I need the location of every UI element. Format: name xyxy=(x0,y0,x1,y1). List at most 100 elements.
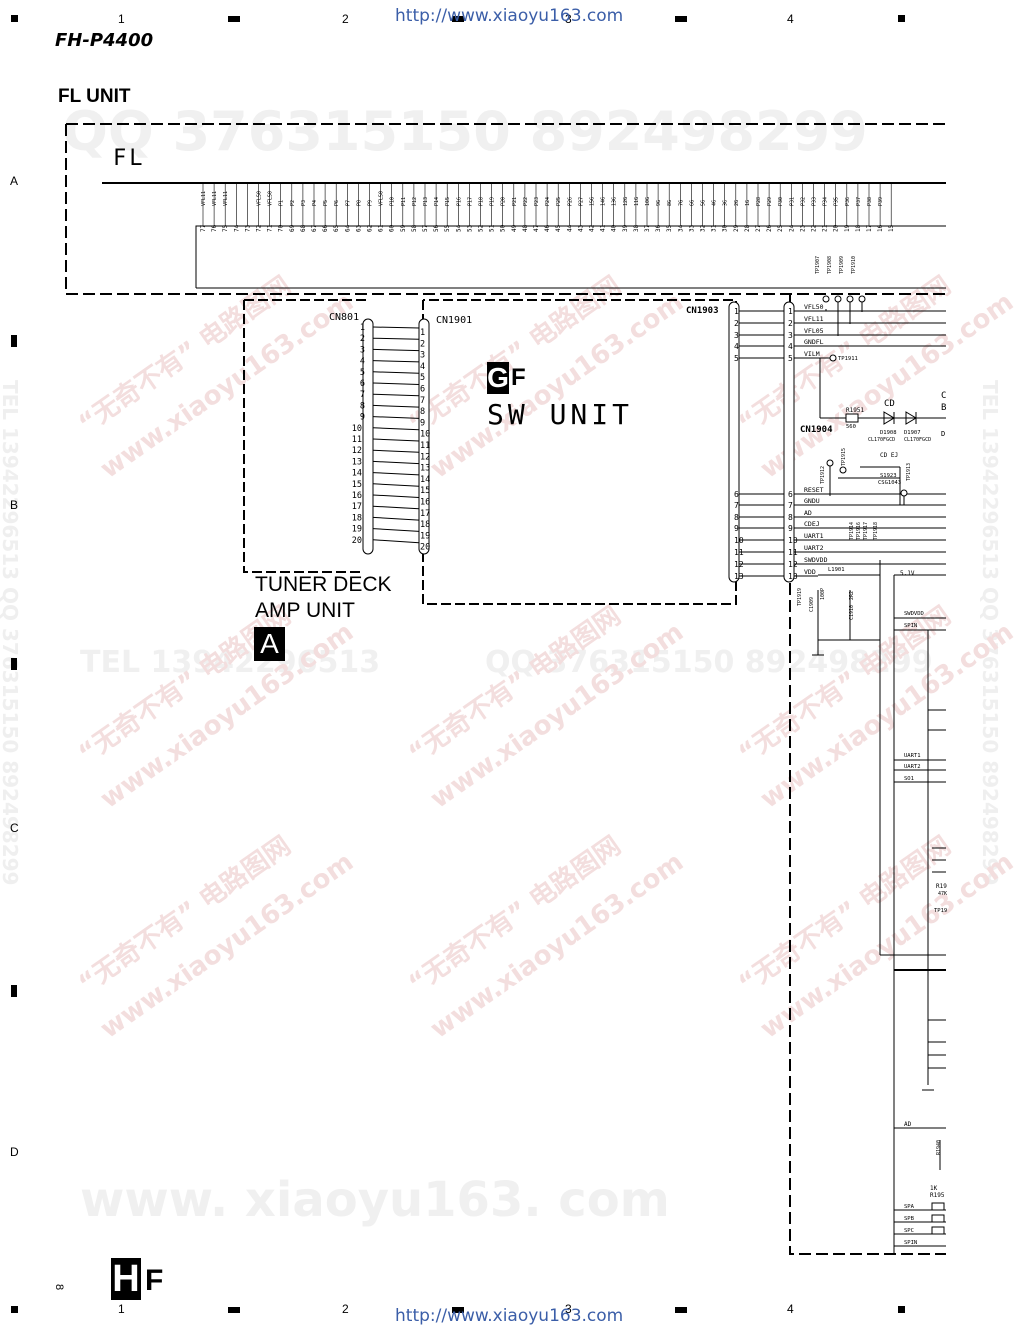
ruler-mark xyxy=(11,15,18,22)
cn801-pin-number: 3 xyxy=(360,345,365,355)
cn1901-pin-number: 12 xyxy=(420,452,430,462)
tp1908-label: TP1908 xyxy=(827,256,833,274)
cn1901-pin-number: 20 xyxy=(420,543,430,553)
fl-pin-signal: P6 xyxy=(334,200,340,206)
cn1901-pin-number: 16 xyxy=(420,498,430,508)
ruler-mark xyxy=(452,16,464,22)
fl-pin-number: 64 xyxy=(344,224,351,232)
fl-pin-signal: 14G xyxy=(601,197,607,206)
fl-pin-number: 51 xyxy=(489,224,496,232)
watermark-site: www. xiaoyu163. com xyxy=(80,1172,670,1228)
tp1914-label: TP1914 xyxy=(849,522,855,540)
footer-badge-suffix: F xyxy=(145,1264,164,1297)
swdvdd-label: SWDVDD xyxy=(904,611,924,617)
r1951-value: 560 xyxy=(846,424,856,430)
fl-pin-number: 19 xyxy=(844,224,851,232)
s1923-label: S1923 xyxy=(880,473,897,479)
url-link-bottom[interactable]: http://www.xiaoyu163.com xyxy=(395,1306,624,1326)
cn1904-label: CN1904 xyxy=(800,425,833,435)
cn1903-pin-number: 9 xyxy=(734,524,739,533)
fl-pin-number: 53 xyxy=(466,224,473,232)
fl-pin-number: 70 xyxy=(278,224,285,232)
ruler-col-1: 1 xyxy=(118,1302,125,1316)
cn1904-pin-number: 3 xyxy=(788,331,793,340)
tuner-sw-wire xyxy=(372,460,420,465)
fl-pin-number: 25 xyxy=(777,224,784,232)
cn1904-signal-label: UART1 xyxy=(804,532,824,540)
cn1901-pin-number: 6 xyxy=(420,385,425,395)
url-link-top[interactable]: http://www.xiaoyu163.com xyxy=(395,6,624,26)
ad-net-label: AD xyxy=(904,1121,912,1128)
cn1901-pin-number: 4 xyxy=(420,362,425,372)
fl-pin-number: 66 xyxy=(322,224,329,232)
ruler-mark xyxy=(898,15,905,22)
cn1901-pin-number: 15 xyxy=(420,486,430,496)
cn1904-signal-label: GNDU xyxy=(804,497,820,505)
fl-pin-signal: P32 xyxy=(800,197,806,206)
sw-unit-badge-suffix: F xyxy=(511,364,526,391)
fl-pin-number: 40 xyxy=(611,224,618,232)
fl-pin-signal: P24 xyxy=(545,197,551,206)
ruler-mark xyxy=(228,1307,240,1313)
fl-pin-signal: P2 xyxy=(290,200,296,206)
fl-pin-signal: P15 xyxy=(445,197,451,206)
fl-pin-signal: VFL11 xyxy=(212,191,218,206)
fl-pin-signal: 2G xyxy=(734,200,740,206)
fl-pin-signal: 4G xyxy=(712,200,718,206)
cdej-label: CD EJ xyxy=(880,452,898,459)
cn801-pin-number: 18 xyxy=(352,513,362,523)
fl-pin-signal: 13G xyxy=(612,197,618,206)
spin2-label: SPIN xyxy=(904,1240,917,1246)
fl-pin-number: 44 xyxy=(566,224,573,232)
fl-pin-number: 34 xyxy=(677,224,684,232)
fl-pin-number: 65 xyxy=(333,224,340,232)
fl-pin-number: 46 xyxy=(544,224,551,232)
tuner-sw-wire xyxy=(372,528,420,532)
tuner-sw-wire xyxy=(372,393,420,397)
fl-pin-number: 29 xyxy=(733,224,740,232)
fl-pin-number: 49 xyxy=(511,224,518,232)
ruler-col-4: 4 xyxy=(787,12,794,26)
cn801-pin-number: 5 xyxy=(360,368,365,378)
fl-pin-signal: VFL11 xyxy=(201,191,207,206)
cn1901-pin-number: 19 xyxy=(420,531,430,541)
fl-pin-signal: P14 xyxy=(434,197,440,206)
c1910-value: 2R2 xyxy=(849,591,855,600)
fl-pin-signal: 7G xyxy=(678,200,684,206)
fl-pin-number: 41 xyxy=(600,224,607,232)
cn1904-signal-label: VFL05 xyxy=(804,327,824,335)
cn1901-pin-number: 11 xyxy=(420,441,430,451)
fl-pin-number: 62 xyxy=(367,224,374,232)
fl-pin-number: 68 xyxy=(300,224,307,232)
fl-pin-number: 74 xyxy=(233,224,240,232)
page-number: 8 xyxy=(53,1283,66,1291)
tuner-sw-wire xyxy=(372,337,420,340)
fl-pin-number: 37 xyxy=(644,224,651,232)
model-title: FH-P4400 xyxy=(55,30,154,51)
tuner-sw-wire xyxy=(372,505,420,510)
fl-pin-number: 35 xyxy=(666,224,673,232)
cut-label-b: B xyxy=(941,403,946,413)
ruler-mark xyxy=(11,335,17,347)
cn1901-pin-number: 13 xyxy=(420,464,430,474)
cn801-pin-number: 2 xyxy=(360,334,365,344)
watermark-side-right: TEL 13942296513 QQ 376315150 892498299 xyxy=(978,380,1002,886)
cn1903-pin-number: 5 xyxy=(734,354,739,363)
tuner-sw-wire xyxy=(372,449,420,453)
fl-pin-number: 36 xyxy=(655,224,662,232)
fl-pin-signal: P23 xyxy=(534,197,540,206)
cn801-pin-number: 11 xyxy=(352,435,362,445)
tp1907-label: TP1907 xyxy=(815,256,821,274)
fl-unit-title: FL UNIT xyxy=(58,86,131,107)
cn1901-pin-number: 18 xyxy=(420,520,430,530)
cn801-pin-number: 17 xyxy=(352,502,362,512)
fl-pin-signal: VFL50 xyxy=(257,191,263,206)
tuner-sw-wire xyxy=(372,483,420,487)
cn1904-signal-label: CDEJ xyxy=(804,520,820,528)
spa-label: SPA xyxy=(904,1204,915,1210)
cn1904-signal-label: VFL50 xyxy=(804,303,824,311)
tp1910-label: TP1910 xyxy=(851,256,857,274)
d1908-part: CL170FGCD xyxy=(868,437,895,443)
cn1903-pin-number: 12 xyxy=(734,560,744,569)
fl-pin-number: 75 xyxy=(222,224,229,232)
